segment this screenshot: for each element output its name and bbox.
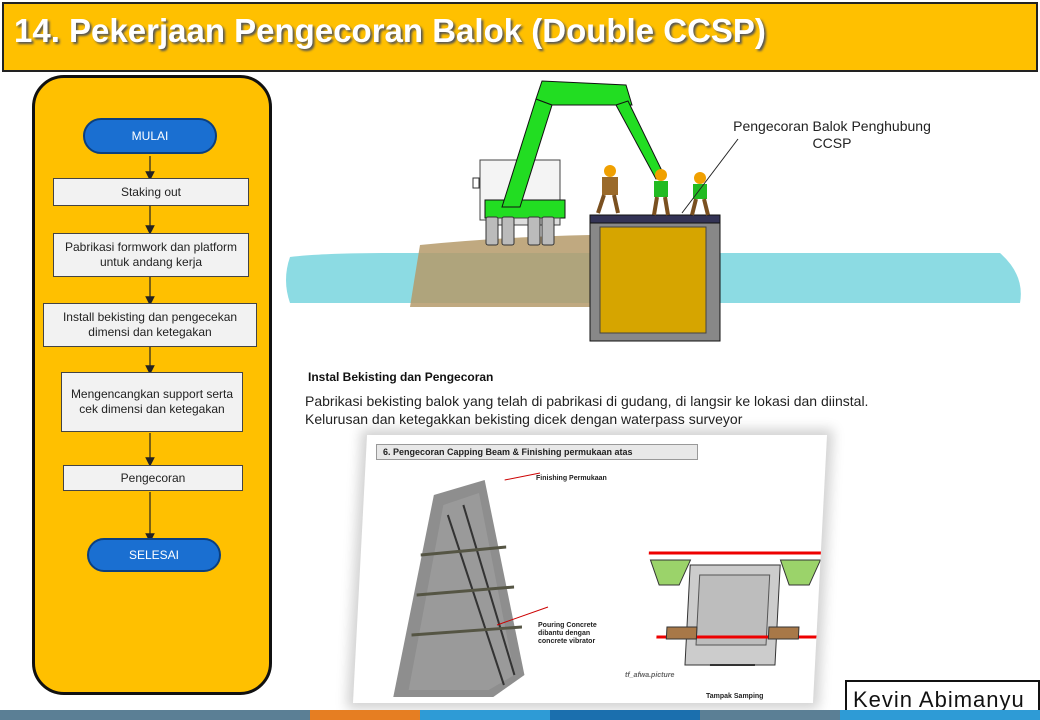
flow-step-5: Pengecoran: [63, 465, 243, 491]
site-illustration: [286, 80, 1021, 342]
crane-boom-3: [615, 100, 665, 180]
footer-stripe: [0, 710, 1040, 720]
worker-1: [596, 165, 620, 214]
capping-beam: [599, 226, 707, 334]
callout-label: Pengecoran Balok Penghubung CCSP: [733, 118, 931, 151]
flow-end: SELESAI: [87, 538, 221, 572]
crane-wheel: [541, 216, 555, 246]
section-description: Pabrikasi bekisting balok yang telah di …: [305, 393, 869, 427]
crane-wheel: [485, 216, 499, 246]
flow-step-4: Mengencangkan support serta cek dimensi …: [61, 372, 243, 432]
photo-label-section: Tampak Samping: [706, 693, 764, 700]
photo-label-finishing: Finishing Permukaan: [536, 475, 607, 482]
beam-top: [589, 214, 721, 224]
soil-bank: [410, 235, 590, 307]
page-title: 14. Pekerjaan Pengecoran Balok (Double C…: [14, 12, 766, 49]
crane-wheel: [527, 216, 541, 246]
photo-drawing: [393, 472, 828, 697]
capping-beam-photo: [352, 435, 828, 703]
callout-line: [681, 138, 739, 214]
crane-wheel: [501, 216, 515, 246]
crane-base: [484, 199, 566, 219]
flow-step-1: Staking out: [53, 178, 249, 206]
crane-boom-2: [535, 80, 633, 106]
flowchart-arrows: [145, 156, 155, 543]
flowchart-panel: MULAI Staking out Pabrikasi formwork dan…: [32, 75, 272, 695]
flow-step-2: Pabrikasi formwork dan platform untuk an…: [53, 233, 249, 277]
flow-start: MULAI: [83, 118, 217, 154]
title-bar: 14. Pekerjaan Pengecoran Balok (Double C…: [2, 2, 1038, 72]
flow-step-3: Install bekisting dan pengecekan dimensi…: [43, 303, 257, 347]
photo-watermark: tf_afwa.picture: [625, 672, 675, 679]
worker-2: [652, 169, 670, 216]
photo-title: 6. Pengecoran Capping Beam & Finishing p…: [376, 444, 698, 460]
section-heading: Instal Bekisting dan Pengecoran: [308, 370, 494, 384]
photo-label-pouring: Pouring Concrete dibantu dengan concrete…: [538, 622, 597, 645]
worker-3: [690, 172, 710, 216]
